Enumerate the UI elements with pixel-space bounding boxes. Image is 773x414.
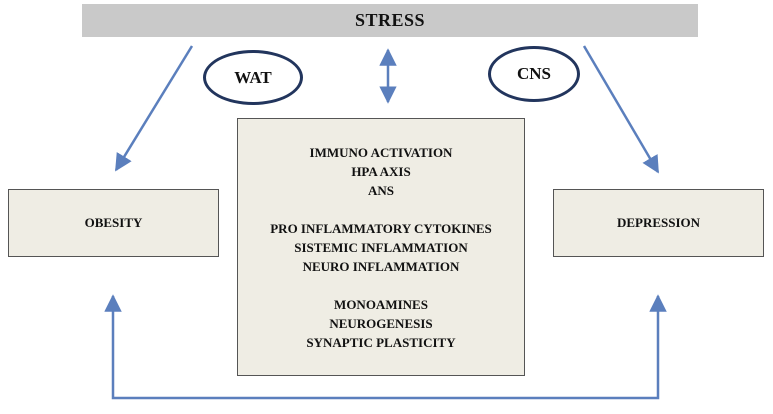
wat-label: WAT	[234, 67, 272, 87]
depression-box: DEPRESSION	[553, 189, 764, 257]
mechanism-item: ANS	[367, 182, 394, 198]
wat-oval: WAT	[203, 50, 303, 105]
mechanism-item: NEURO INFLAMMATION	[302, 258, 460, 274]
depression-label: DEPRESSION	[616, 215, 701, 230]
mechanism-item: PRO INFLAMMATORY CYTOKINES	[270, 220, 492, 236]
obesity-label: OBESITY	[84, 215, 143, 230]
loop-obesity-depression	[104, 294, 667, 400]
mechanism-item: SYNAPTIC PLASTICITY	[306, 334, 456, 350]
arrow-stress-to-obesity	[114, 45, 194, 172]
mechanism-item: IMMUNO ACTIVATION	[309, 144, 453, 160]
mechanism-item: SISTEMIC INFLAMMATION	[294, 239, 468, 255]
mechanism-item: MONOAMINES	[334, 296, 428, 312]
obesity-box: OBESITY	[8, 189, 219, 257]
cns-label: CNS	[516, 64, 551, 83]
mechanism-item: HPA AXIS	[351, 163, 411, 179]
mechanism-group-2: PRO INFLAMMATORY CYTOKINES SISTEMIC INFL…	[270, 219, 492, 276]
stress-bar: STRESS	[82, 4, 698, 37]
arrow-stress-to-depression	[582, 45, 660, 174]
mechanism-group-3: MONOAMINES NEUROGENESIS SYNAPTIC PLASTIC…	[306, 295, 455, 352]
mechanism-item: NEUROGENESIS	[329, 315, 433, 331]
mechanism-group-1: IMMUNO ACTIVATION HPA AXIS ANS	[310, 143, 453, 200]
mechanisms-box: IMMUNO ACTIVATION HPA AXIS ANS PRO INFLA…	[237, 118, 525, 376]
cns-oval: CNS	[488, 46, 580, 102]
stress-label: STRESS	[354, 10, 426, 30]
